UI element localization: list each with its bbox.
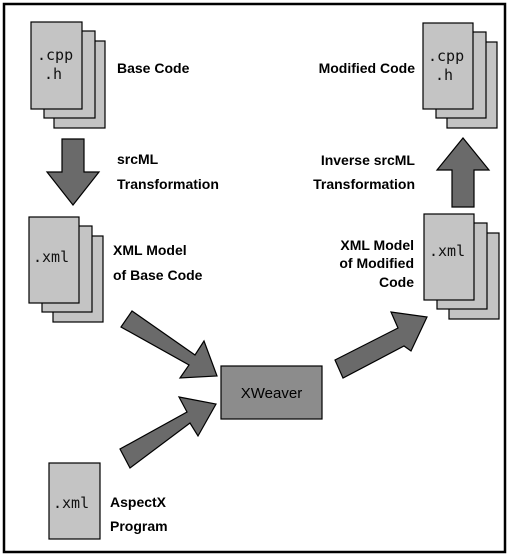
aspectx-ext: .xml [53, 494, 89, 512]
inverse-srcml-label-line1: Inverse srcML [321, 152, 416, 168]
xml-modified-label-line3: Code [379, 274, 414, 290]
modified-code-page-front [422, 22, 474, 110]
modified-code-label: Modified Code [319, 60, 416, 76]
xweaver-label: XWeaver [241, 385, 302, 402]
inverse-srcml-label-line2: Transformation [313, 176, 415, 192]
xml-modified-page-front [423, 213, 475, 301]
xweaver-box [220, 365, 323, 420]
xml-modified-document-stack: .xml [423, 213, 500, 320]
aspectx-page [48, 462, 101, 540]
aspectx-to-xweaver-arrow [119, 396, 217, 469]
xml-base-to-xweaver-arrow [120, 310, 218, 379]
srcml-label-line2: Transformation [117, 176, 219, 192]
modified-code-document-stack: .cpp .h [422, 22, 498, 129]
srcml-label-line1: srcML [117, 151, 159, 167]
inverse-srcml-up-arrow [435, 137, 491, 208]
aspectx-label-line2: Program [110, 518, 168, 534]
modified-code-ext-cpp: .cpp [428, 47, 464, 65]
aspectx-label-line1: AspectX [110, 494, 167, 510]
base-code-document-stack: .cpp .h [30, 21, 106, 129]
base-code-label: Base Code [117, 60, 190, 76]
base-code-ext-cpp: .cpp [37, 46, 73, 64]
xml-base-label-line2: of Base Code [113, 267, 203, 283]
base-code-ext-h: .h [44, 65, 62, 83]
xml-base-label-line1: XML Model [113, 242, 187, 258]
xml-modified-label-line2: of Modified [339, 255, 414, 271]
xml-modified-label-line1: XML Model [340, 237, 414, 253]
xweaver-to-xml-modified-arrow [334, 311, 428, 379]
xml-base-ext: .xml [33, 248, 69, 266]
xml-modified-ext: .xml [429, 242, 465, 260]
srcml-down-arrow [45, 138, 101, 206]
aspectx-document: .xml [48, 462, 101, 540]
xml-base-page-front [28, 216, 80, 304]
base-code-page-front [30, 21, 83, 110]
modified-code-ext-h: .h [435, 66, 453, 84]
xml-base-document-stack: .xml [28, 216, 104, 323]
